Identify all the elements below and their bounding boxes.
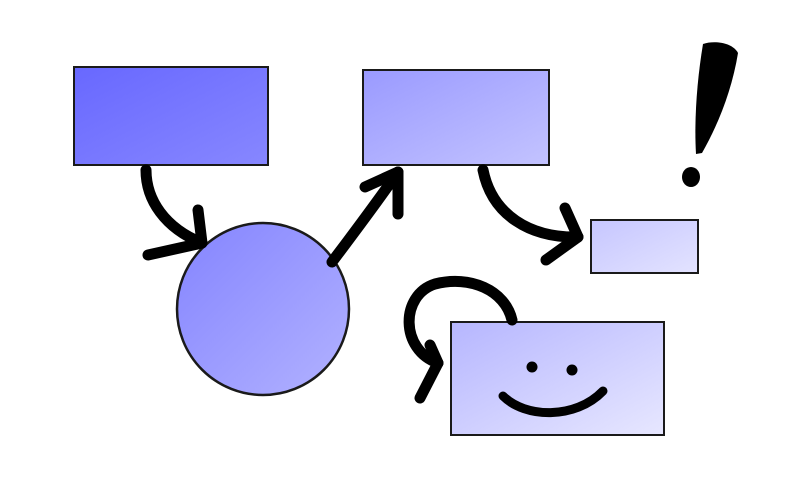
- edge-b-d-arrow: [477, 164, 584, 266]
- edge-a-c-arrow: [140, 164, 208, 261]
- smiley-mouth: [498, 386, 608, 418]
- smiley-left-eye: [526, 361, 538, 373]
- exclamation-mark-icon: [682, 42, 738, 187]
- node-box-a: [73, 66, 269, 166]
- node-box-b: [362, 69, 550, 166]
- smiley-right-eye: [566, 364, 578, 376]
- node-box-d: [590, 219, 699, 274]
- edge-e-self-loop-arrow: [403, 275, 518, 404]
- node-circle-c: [175, 221, 351, 397]
- node-box-e: [450, 321, 665, 436]
- edge-c-b-arrow: [326, 166, 404, 268]
- smiley-face-icon: [498, 361, 608, 418]
